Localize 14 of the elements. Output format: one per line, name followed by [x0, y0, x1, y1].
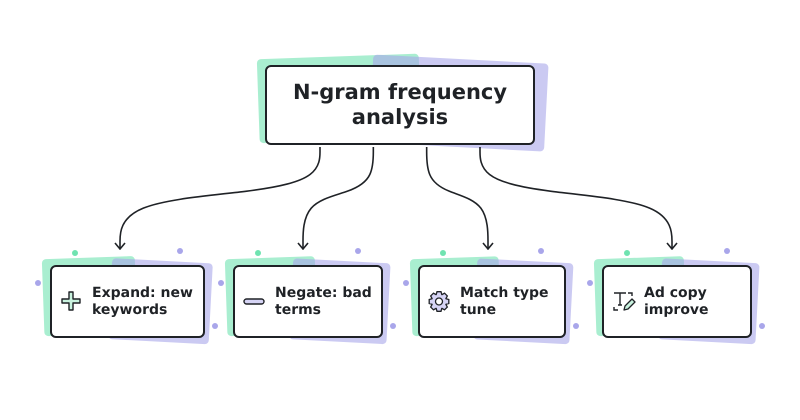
arrow	[426, 147, 494, 250]
action-box	[233, 265, 383, 338]
box-label: Expand: new keywords	[92, 284, 194, 318]
box-label: Match type tune	[460, 284, 550, 318]
arrow	[114, 147, 321, 250]
arrow	[297, 147, 374, 250]
action-box	[602, 265, 752, 338]
arrow	[479, 147, 678, 250]
box-label: Ad copy improve	[644, 284, 710, 318]
action-box	[418, 265, 566, 338]
box-label: Negate: bad terms	[275, 284, 373, 318]
action-box	[50, 265, 205, 338]
box-label: N-gram frequency analysis	[292, 80, 508, 130]
topic-box	[265, 65, 535, 145]
